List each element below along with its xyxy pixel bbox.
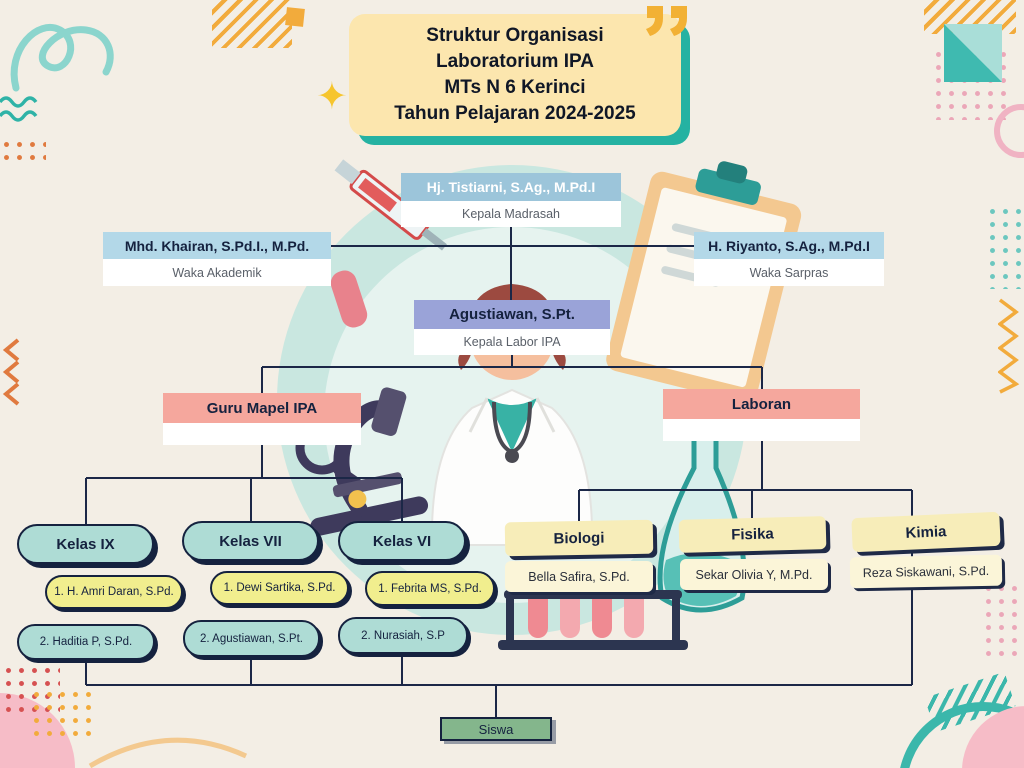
title-line-2: Laboratorium IPA [436,51,594,72]
waka-akademik-name: Mhd. Khairan, S.Pd.I., M.Pd. [103,232,331,259]
triangle-shape [944,24,1002,82]
kimia-member: Reza Siskawani, S.Pd. [849,554,1003,589]
node-guru-mapel: Guru Mapel IPA [163,393,361,445]
node-waka-sarpras: H. Riyanto, S.Ag., M.Pd.I Waka Sarpras [694,232,884,286]
laboran-sub [663,419,860,441]
title-line-4: Tahun Pelajaran 2024-2025 [394,103,636,124]
kepala-madrasah-name: Hj. Tistiarni, S.Ag., M.Pd.I [401,173,621,201]
fisika-member: Sekar Olivia Y, M.Pd. [680,559,828,590]
node-waka-akademik: Mhd. Khairan, S.Pd.I., M.Pd. Waka Akadem… [103,232,331,286]
kelas-vii-member-2: 2. Agustiawan, S.Pt. [183,620,320,657]
siswa-box: Siswa [440,717,552,741]
guru-mapel-label: Guru Mapel IPA [163,393,361,423]
title-line-3: MTs N 6 Kerinci [444,77,586,98]
waka-akademik-role: Waka Akademik [103,259,331,286]
node-kepala-madrasah: Hj. Tistiarni, S.Ag., M.Pd.I Kepala Madr… [401,173,621,227]
kelas-ix-member-2: 2. Haditia P, S.Pd. [17,624,155,660]
kelas-vi-pill: Kelas VI [338,521,466,561]
waka-sarpras-name: H. Riyanto, S.Ag., M.Pd.I [694,232,884,259]
circle-outline [994,104,1024,158]
kepala-labor-role: Kepala Labor IPA [414,329,610,355]
star-icon: ✦ [316,76,348,118]
title-line-1: Struktur Organisasi [426,25,604,46]
diagonal-lines-icon [212,0,292,48]
kepala-madrasah-role: Kepala Madrasah [401,201,621,227]
biologi-header: Biologi [504,519,654,557]
biologi-member: Bella Safira, S.Pd. [505,561,653,592]
kelas-ix-pill: Kelas IX [17,524,154,564]
scribble-icon [10,24,114,92]
kelas-vi-member-1: 1. Febrita MS, S.Pd. [365,571,495,606]
kelas-vii-pill: Kelas VII [182,521,319,561]
title-card: Struktur Organisasi Laboratorium IPA MTs… [349,14,681,136]
kelas-vi-member-2: 2. Nurasiah, S.P [338,617,468,654]
fisika-header: Fisika [678,516,827,553]
waka-sarpras-role: Waka Sarpras [694,259,884,286]
kimia-header: Kimia [851,511,1001,553]
wave-lines-icon [0,96,38,122]
node-laboran: Laboran [663,389,860,441]
dot-grid [0,138,46,168]
dot-grid [982,582,1024,662]
kelas-vii-member-1: 1. Dewi Sartika, S.Pd. [210,571,349,605]
kelas-ix-member-1: 1. H. Amri Daran, S.Pd. [45,575,183,609]
curve-line [88,737,248,768]
node-kepala-labor: Agustiawan, S.Pt. Kepala Labor IPA [414,300,610,355]
quote-icon [646,6,687,36]
laboran-label: Laboran [663,389,860,419]
kepala-labor-name: Agustiawan, S.Pt. [414,300,610,329]
guru-mapel-sub [163,423,361,445]
dot-grid [986,205,1024,289]
chevron-marks-icon [2,338,20,406]
zigzag-icon [998,298,1020,394]
